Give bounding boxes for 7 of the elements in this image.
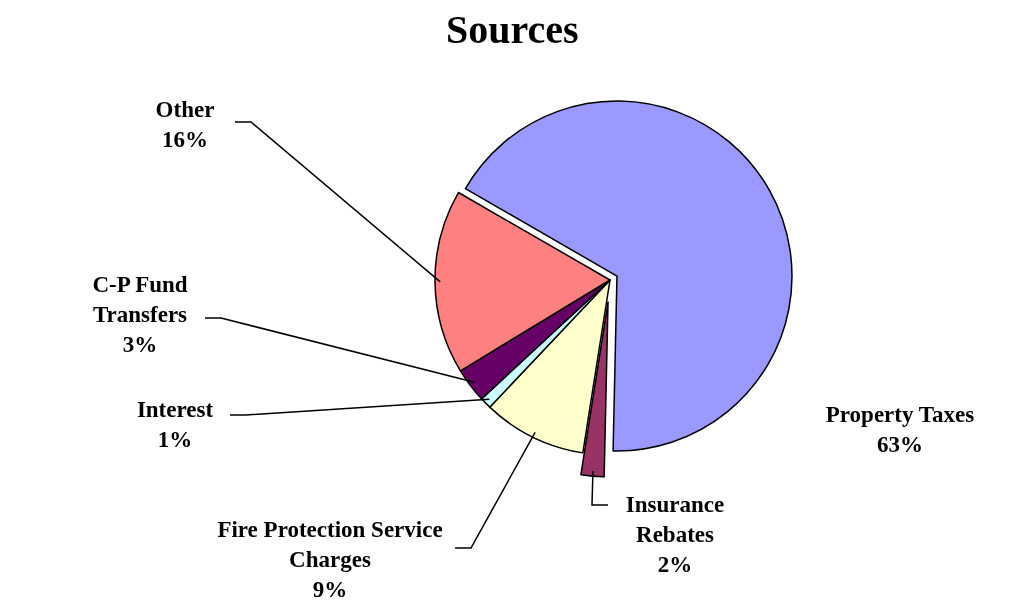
data-label: Property Taxes 63% [824,401,976,459]
data-label: Interest 1% [135,396,215,454]
data-label: C-P Fund Transfers 3% [91,271,189,359]
data-label: Other 16% [154,96,216,154]
data-label: Fire Protection Service Charges 9% [216,516,444,604]
data-label: Insurance Rebates 2% [624,491,726,579]
chart-title: Sources [446,6,579,53]
